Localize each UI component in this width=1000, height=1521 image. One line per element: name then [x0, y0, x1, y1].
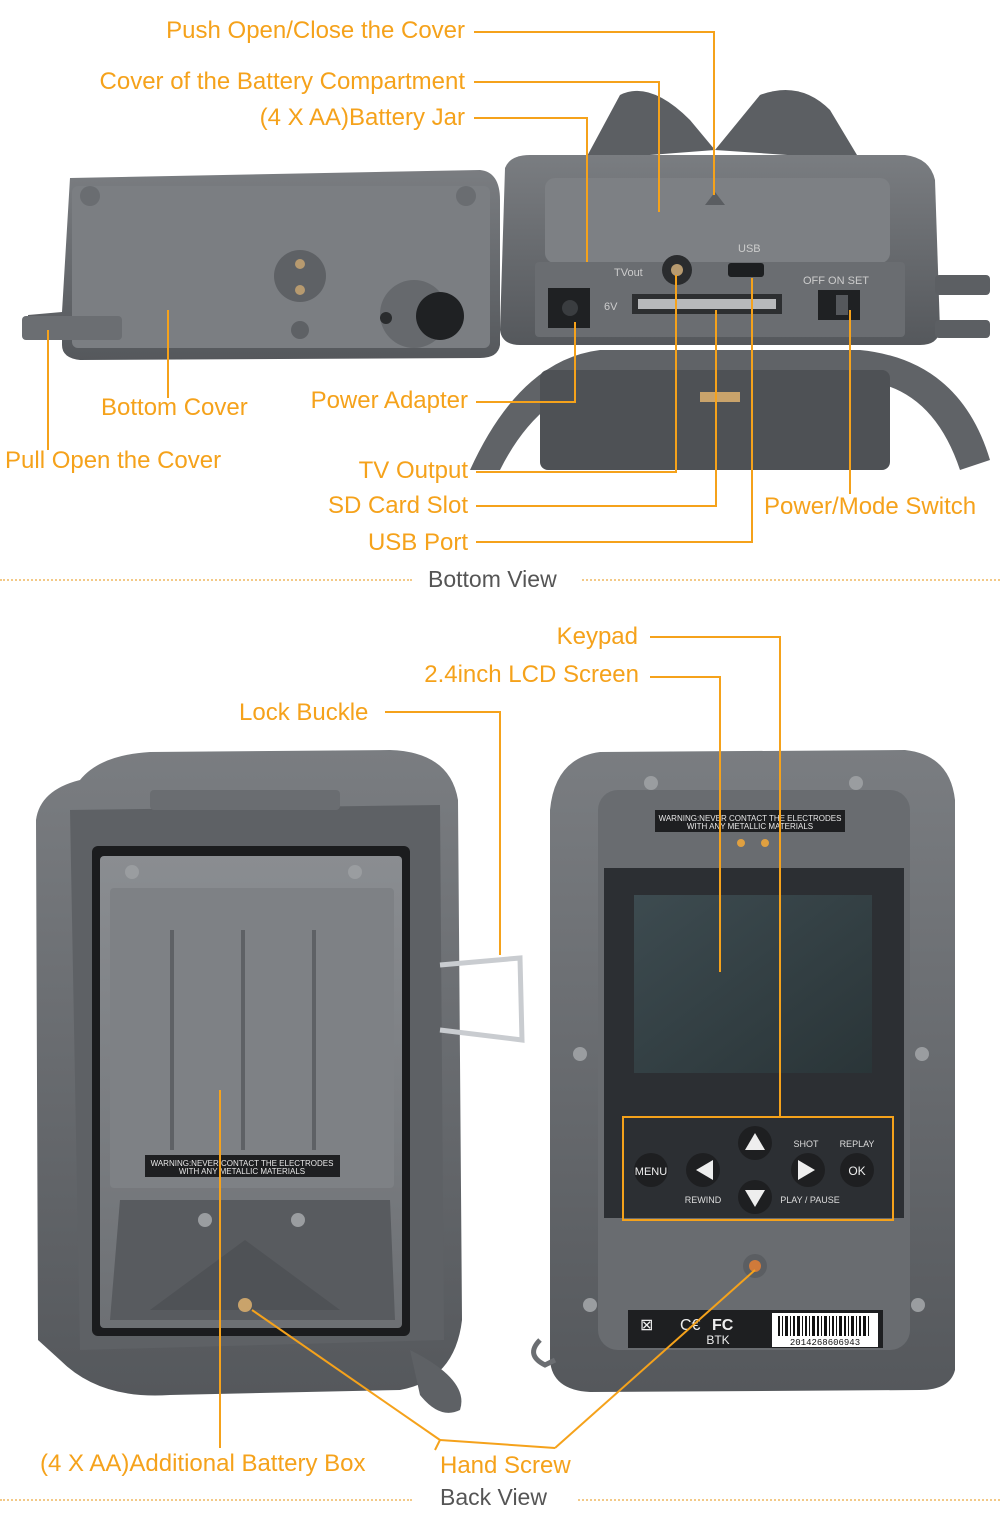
label-sd-slot: SD Card Slot [327, 492, 468, 519]
back-leader-lines [219, 636, 781, 1451]
label-hand-screw: Hand Screw [440, 1452, 571, 1479]
bottom-cover-art [22, 170, 500, 360]
bottom-leader-lines [47, 31, 851, 543]
separator-right-2 [578, 1499, 1000, 1501]
weee-icon: ⊠ [640, 1315, 653, 1334]
ce-mark: C€ [680, 1317, 701, 1334]
label-usb-port: USB Port [367, 529, 468, 556]
lcd-warning-line1: WARNING:NEVER CONTACT THE ELECTRODES [659, 814, 842, 823]
key-play-pause: PLAY / PAUSE [780, 1195, 840, 1205]
battery-warning-line1: WARNING:NEVER CONTACT THE ELECTRODES [151, 1159, 334, 1168]
label-battery-jar: (4 X AA)Battery Jar [259, 104, 465, 131]
separator-left-2 [0, 1499, 412, 1501]
label-power-adapter: Power Adapter [310, 387, 468, 414]
label-lock-buckle: Lock Buckle [239, 699, 369, 726]
key-menu: MENU [635, 1166, 667, 1178]
label-push-open: Push Open/Close the Cover [166, 17, 465, 44]
label-power-switch: Power/Mode Switch [764, 493, 977, 520]
label-additional-battery: (4 X AA)Additional Battery Box [40, 1450, 366, 1477]
key-replay: REPLAY [840, 1139, 875, 1149]
key-shot: SHOT [793, 1139, 819, 1149]
camera-back-art: WARNING:NEVER CONTACT THE ELECTRODES WIT… [531, 750, 955, 1392]
separator-right-1 [582, 579, 1000, 581]
volt-text: 6V [604, 301, 618, 313]
label-battery-cover: Cover of the Battery Compartment [99, 68, 465, 95]
battery-box-art: WARNING:NEVER CONTACT THE ELECTRODES WIT… [36, 750, 525, 1413]
caption-bottom-view: Bottom View [428, 566, 557, 592]
barcode-number: 2014268606943 [790, 1338, 860, 1348]
label-tv-output: TV Output [358, 457, 468, 484]
camera-bottom-art: TVout USB OFF ON SET 6V [470, 90, 990, 470]
switch-text: OFF ON SET [803, 275, 869, 287]
label-pull-open: Pull Open the Cover [5, 447, 222, 474]
label-bottom-cover: Bottom Cover [101, 394, 248, 421]
fc-mark: FC [712, 1317, 734, 1334]
label-lcd: 2.4inch LCD Screen [424, 661, 639, 688]
usb-text: USB [738, 243, 761, 255]
separator-left-1 [0, 579, 412, 581]
key-rewind: REWIND [685, 1195, 722, 1205]
battery-warning-line2: WITH ANY METALLIC MATERIALS [179, 1167, 305, 1176]
key-ok: OK [848, 1164, 865, 1178]
brand-text: BTK [706, 1333, 729, 1347]
lcd-warning-line2: WITH ANY METALLIC MATERIALS [687, 822, 813, 831]
caption-back-view: Back View [440, 1484, 547, 1510]
label-keypad: Keypad [556, 623, 638, 650]
tvout-text: TVout [614, 267, 643, 279]
